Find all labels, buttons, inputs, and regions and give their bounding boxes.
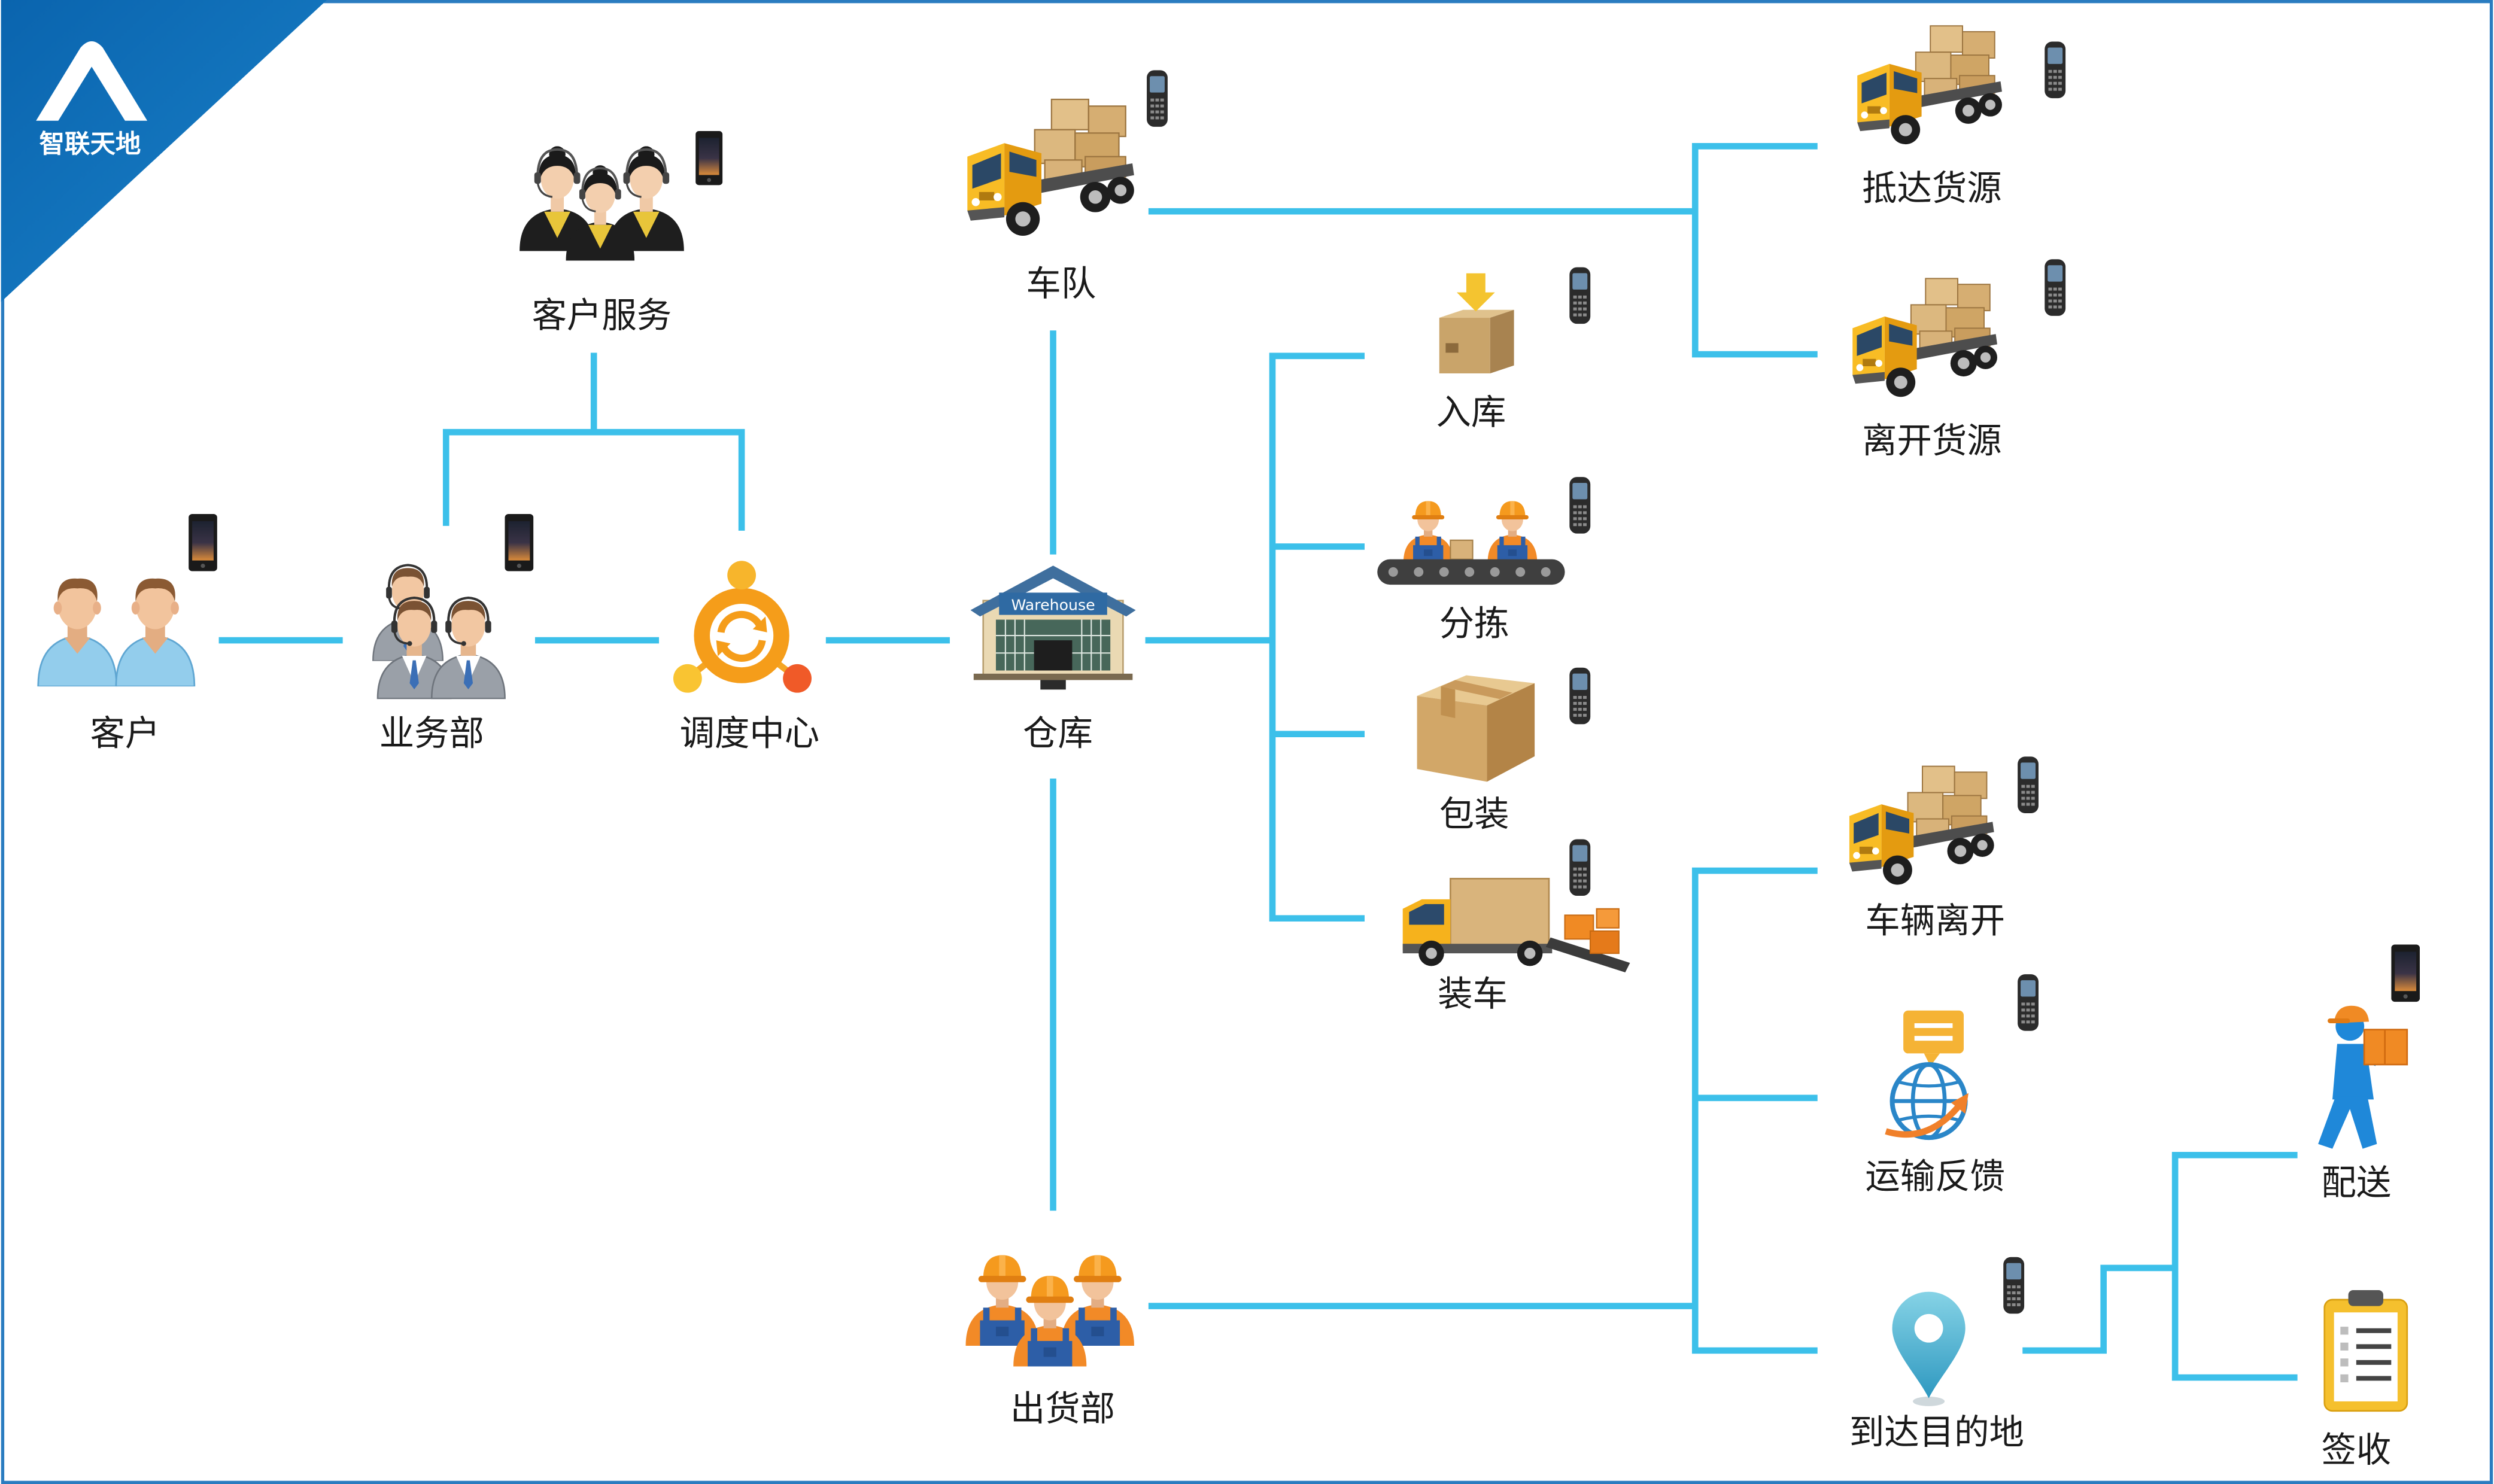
connector-line: [2022, 1264, 2176, 1354]
label-shipping-dept: 出货部: [1010, 1388, 1115, 1429]
smartphone-icon: [2391, 944, 2420, 1002]
label-customer-service: 客户服务: [532, 295, 672, 336]
dispatch-hub-icon: [673, 561, 812, 693]
node-shipping-dept: 出货部: [965, 1255, 1134, 1429]
pda-icon: [1569, 839, 1591, 896]
smartphone-icon: [695, 131, 723, 186]
node-leave-source: 离开货源: [1852, 259, 2066, 461]
node-inbound: 入库: [1436, 267, 1591, 433]
pda-icon: [1147, 70, 1168, 127]
globe-feedback-icon: [1885, 1010, 1969, 1141]
label-packing: 包装: [1439, 794, 1509, 835]
clipboard-icon: [2323, 1290, 2408, 1412]
truck-loading-icon: [1402, 878, 1630, 973]
label-arrive-source: 抵达货源: [1862, 168, 2002, 209]
sorting-conveyor-icon: [1377, 501, 1565, 585]
node-customer: 客户: [37, 513, 217, 753]
node-sign-off: 签收: [2321, 1290, 2408, 1470]
pda-icon: [2045, 41, 2066, 99]
label-sorting: 分拣: [1439, 603, 1509, 644]
node-destination-arrival: 到达目的地: [1849, 1257, 2025, 1453]
pda-icon: [1569, 267, 1591, 324]
pda-icon: [1569, 667, 1591, 725]
pda-icon: [2003, 1257, 2025, 1314]
brand-corner: 智联天地: [1, 0, 327, 302]
pda-icon: [2018, 974, 2039, 1031]
pda-icon: [2018, 756, 2039, 813]
label-inbound: 入库: [1436, 392, 1506, 433]
label-leave-source: 离开货源: [1862, 421, 2002, 461]
node-sorting: 分拣: [1377, 477, 1591, 644]
label-dispatch-center: 调度中心: [680, 713, 820, 753]
label-customer: 客户: [90, 713, 160, 753]
logo-text: 智联天地: [40, 130, 141, 159]
label-transport-feedback: 运输反馈: [1865, 1156, 2005, 1197]
node-dispatch-center: 调度中心: [673, 561, 819, 753]
label-fleet: 车队: [1026, 263, 1096, 304]
label-warehouse: 仓库: [1023, 713, 1093, 753]
cardboard-box-icon: [1417, 675, 1535, 782]
node-vehicle-departure: 车辆离开: [1849, 756, 2039, 941]
label-sales-dept: 业务部: [379, 713, 484, 753]
smartphone-icon: [189, 513, 217, 571]
connector-line: [1691, 142, 1818, 358]
node-packing: 包装: [1417, 667, 1591, 835]
label-sign-off: 签收: [2321, 1430, 2391, 1470]
connector-line: [2171, 1152, 2298, 1381]
node-sales-dept: 业务部: [373, 513, 534, 753]
delivery-man-icon: [2318, 1005, 2408, 1149]
connector-line: [1691, 867, 1818, 1354]
label-vehicle-departure: 车辆离开: [1865, 901, 2005, 941]
node-warehouse: Warehouse 仓库: [970, 565, 1136, 753]
warehouse-sign: Warehouse: [1011, 597, 1095, 614]
connector-line: [442, 428, 745, 531]
node-delivery: 配送: [2318, 944, 2420, 1203]
pda-icon: [2045, 259, 2066, 316]
node-transport-feedback: 运输反馈: [1865, 974, 2039, 1197]
warehouse-icon: Warehouse: [970, 565, 1136, 690]
pda-icon: [1569, 477, 1591, 534]
label-destination-arrival: 到达目的地: [1849, 1412, 2024, 1453]
node-loading: 装车: [1402, 839, 1630, 1014]
node-arrive-source: 抵达货源: [1857, 25, 2066, 209]
node-fleet: 车队: [967, 70, 1168, 304]
location-pin-icon: [1892, 1291, 1966, 1406]
node-customer-service: 客户服务: [520, 131, 723, 336]
smartphone-icon: [505, 513, 534, 571]
connector-line: [1269, 352, 1365, 922]
connector-lines: [218, 142, 2298, 1381]
mountain-a-logo-icon: [36, 41, 148, 121]
label-delivery: 配送: [2321, 1163, 2391, 1203]
label-loading: 装车: [1438, 974, 1508, 1014]
